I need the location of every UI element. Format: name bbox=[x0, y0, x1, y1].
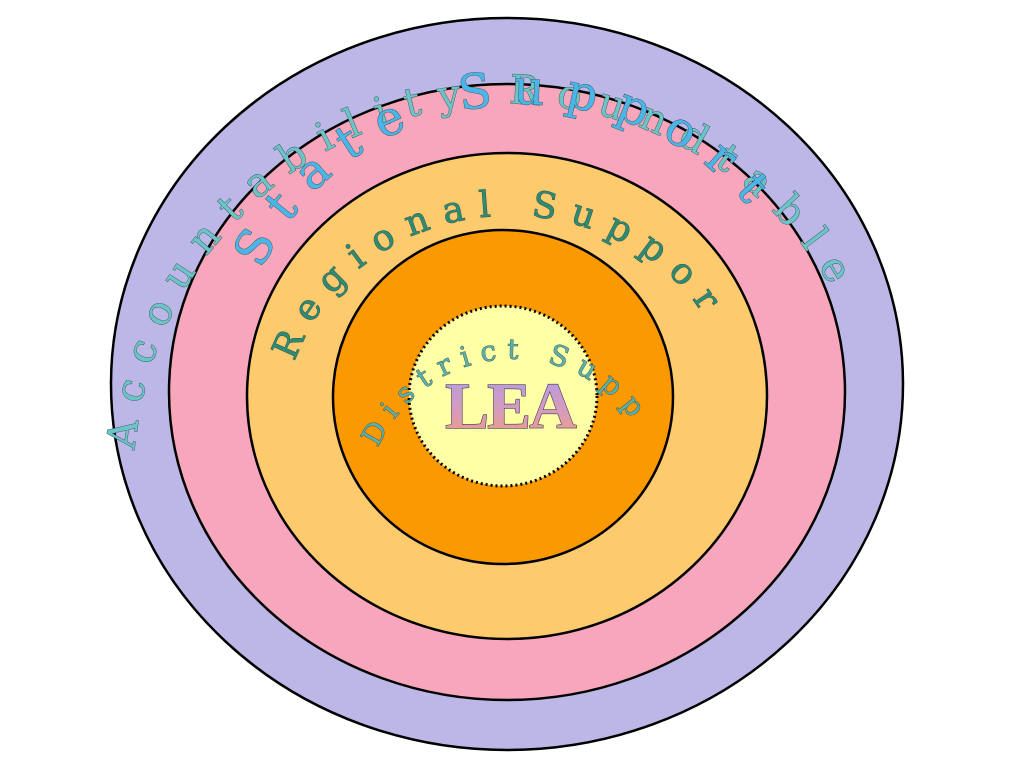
label-lea: LEA bbox=[445, 370, 577, 443]
ring-lea-core bbox=[407, 304, 599, 488]
